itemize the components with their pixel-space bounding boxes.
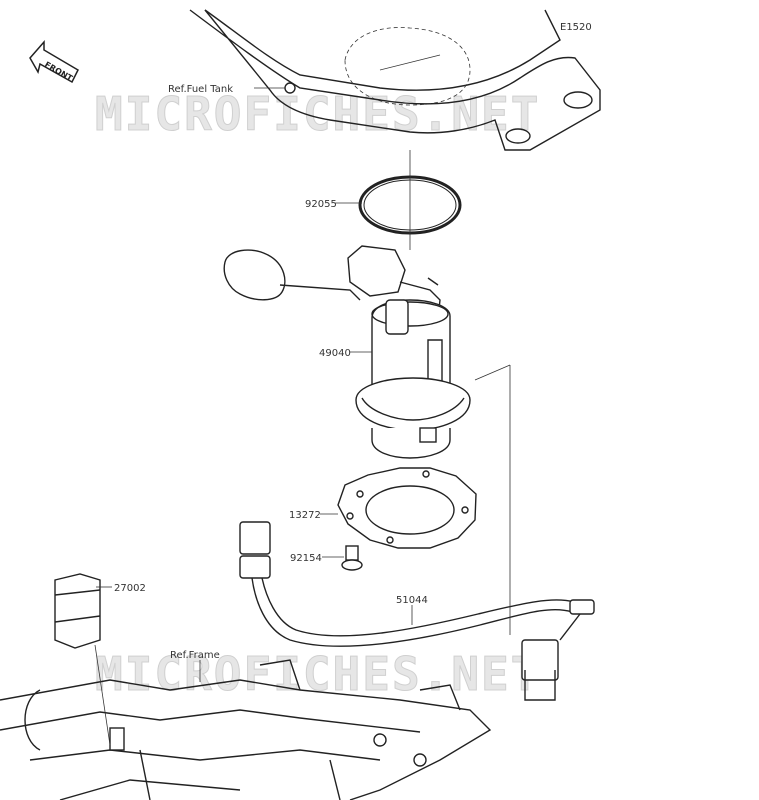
label-gasket: 13272 <box>289 510 321 521</box>
diagram-code: E1520 <box>560 22 592 33</box>
frame <box>0 659 492 800</box>
watermark-bottom: MICROFICHES.NET <box>95 647 540 701</box>
label-pump: 49040 <box>319 348 351 359</box>
label-harness: 51044 <box>396 595 428 606</box>
fuel-pump <box>223 245 471 459</box>
leader-relay-to-frame <box>94 644 111 746</box>
label-ring: 92055 <box>305 199 337 210</box>
watermark-top: MICROFICHES.NET <box>95 87 540 141</box>
label-bolt: 92154 <box>290 553 322 564</box>
label-fuel-tank: Ref.Fuel Tank <box>168 84 233 95</box>
wire-harness <box>239 364 595 701</box>
front-arrow-icon: FRONT <box>29 40 79 83</box>
label-relay: 27002 <box>114 583 146 594</box>
bolt <box>341 545 363 571</box>
relay <box>54 573 101 649</box>
label-frame: Ref.Frame <box>170 650 220 661</box>
fuel-tank <box>189 9 601 151</box>
gasket <box>337 467 477 549</box>
